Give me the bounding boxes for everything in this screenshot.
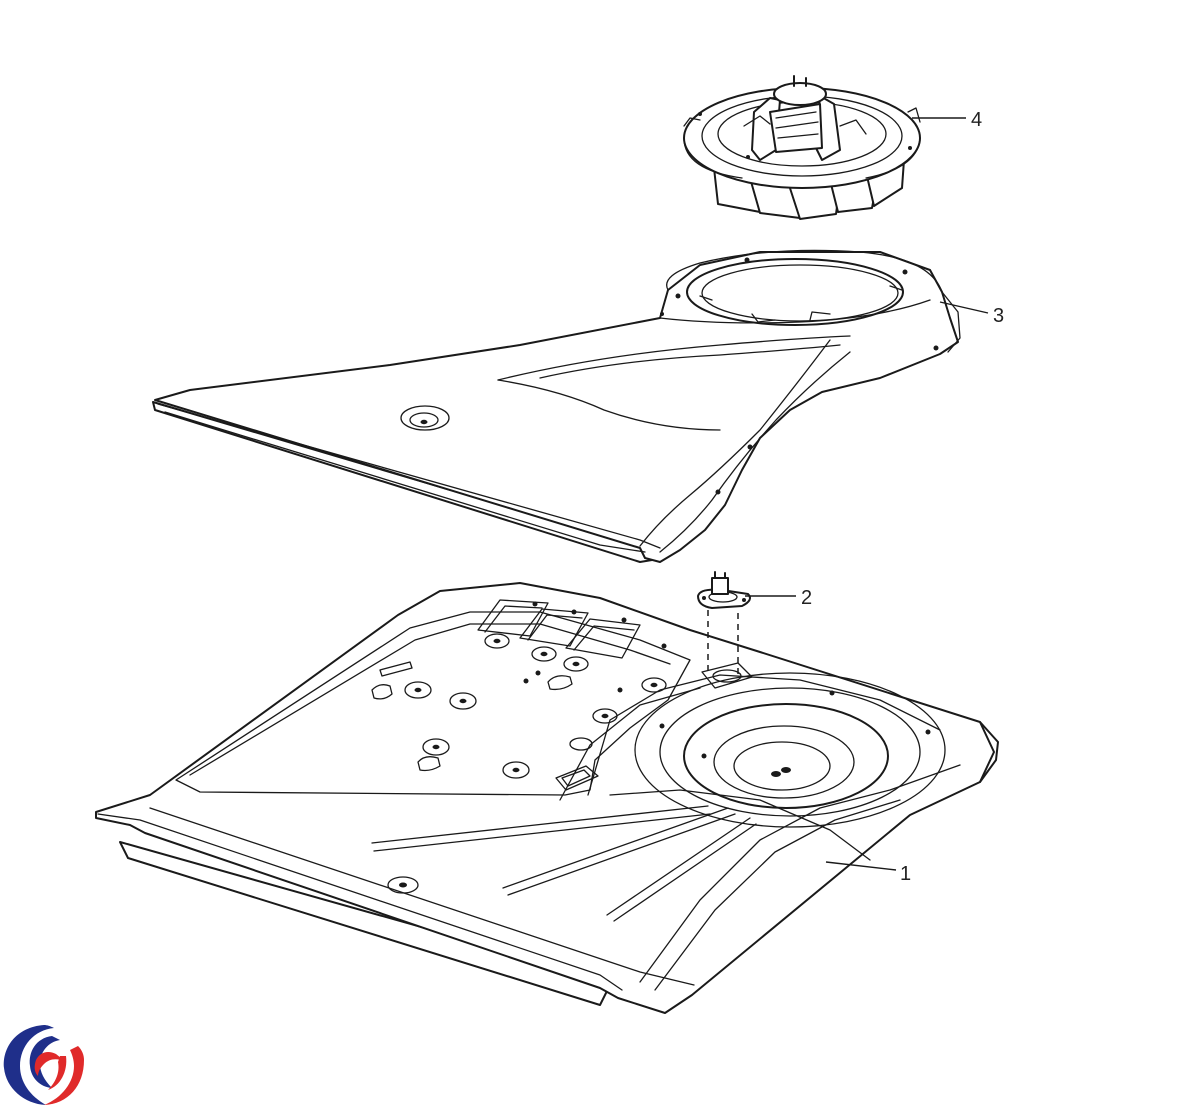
part-thermostat[interactable] — [697, 571, 751, 676]
callout-label-4: 4 — [971, 109, 982, 131]
callout-label-3: 3 — [993, 305, 1004, 327]
callout-4: 4 — [912, 109, 982, 131]
callout-label-2: 2 — [801, 587, 812, 609]
callout-2: 2 — [745, 587, 812, 609]
part-fan-motor[interactable] — [683, 75, 921, 220]
callout-3: 3 — [939, 301, 1004, 327]
part-fan-cover[interactable] — [152, 249, 961, 563]
swirl-logo-icon — [3, 1025, 84, 1105]
base-panel-bosses — [371, 601, 931, 894]
part-base-panel[interactable] — [95, 582, 999, 1014]
callout-1: 1 — [825, 861, 911, 885]
callout-label-1: 1 — [900, 863, 911, 885]
